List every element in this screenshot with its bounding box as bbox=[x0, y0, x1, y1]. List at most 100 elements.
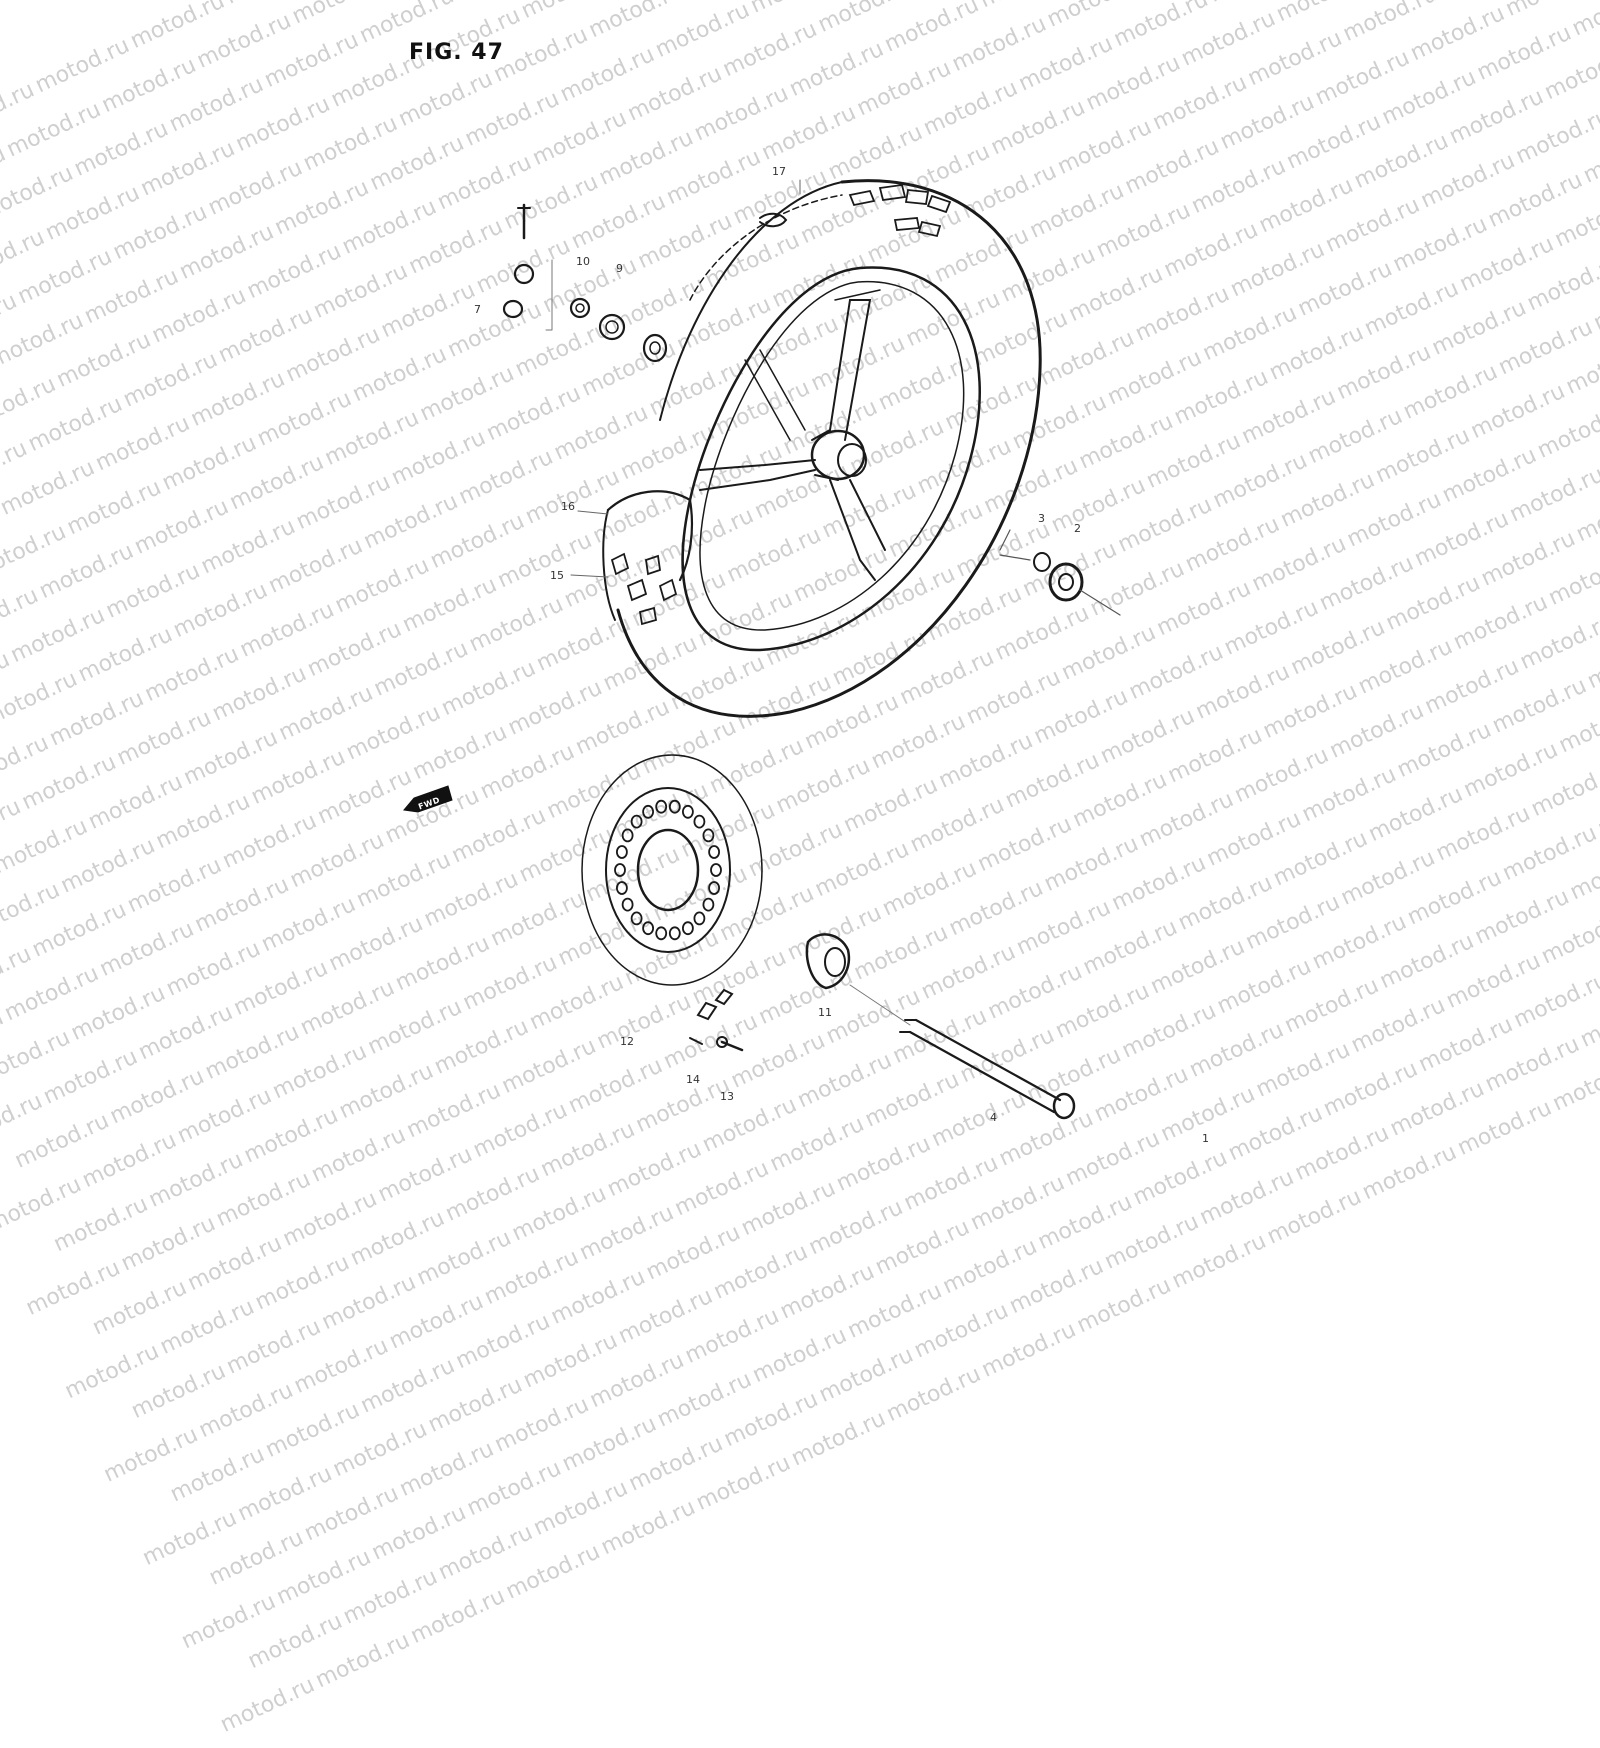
disc-hole bbox=[616, 881, 628, 895]
disc-hole bbox=[655, 926, 668, 941]
watermark-text: motod.ru bbox=[88, 1275, 191, 1341]
watermark-text: motod.ru bbox=[205, 1525, 308, 1591]
watermark-text: motod.ru bbox=[748, 1322, 851, 1389]
callout-3: 3 bbox=[1038, 512, 1045, 525]
callout-7: 7 bbox=[474, 303, 481, 316]
watermark-text: motod.ru bbox=[1005, 1253, 1108, 1320]
watermark-text: motod.ru bbox=[49, 1191, 152, 1258]
watermark-text: motod.ru bbox=[413, 1225, 516, 1291]
watermark-text: motod.ru bbox=[216, 1672, 319, 1738]
brake-disc-holes bbox=[614, 799, 722, 941]
watermark-text: motod.ru bbox=[183, 1230, 286, 1297]
watermark-text: motod.ru bbox=[882, 1361, 985, 1428]
watermark-text: motod.ru bbox=[529, 1475, 632, 1541]
watermark-text: motod.ru bbox=[329, 1416, 432, 1483]
watermark-text: motod.ru bbox=[166, 1441, 269, 1508]
watermark-text: motod.ru bbox=[300, 1480, 403, 1547]
watermark-text: motod.ru bbox=[910, 1298, 1013, 1364]
front-fender bbox=[602, 490, 694, 621]
watermark-text: motod.ru bbox=[586, 1347, 689, 1414]
watermark-text: motod.ru bbox=[642, 1220, 745, 1286]
disc-hole bbox=[702, 828, 715, 843]
callout-10: 10 bbox=[576, 255, 590, 268]
watermark-text: motod.ru bbox=[311, 1628, 414, 1694]
rim bbox=[681, 266, 981, 652]
disc-hole bbox=[693, 911, 706, 926]
hub-collar bbox=[805, 933, 851, 990]
watermark-text: motod.ru bbox=[61, 1338, 164, 1405]
watermark-text: motod.ru bbox=[177, 1588, 280, 1655]
watermark-text: motod.ru bbox=[871, 1214, 974, 1281]
callout-11: 11 bbox=[818, 1006, 832, 1019]
watermark-text: motod.ru bbox=[575, 1200, 678, 1266]
callout-1: 1 bbox=[1202, 1132, 1209, 1145]
watermark-text: motod.ru bbox=[138, 1505, 241, 1571]
watermark-text: motod.ru bbox=[195, 1377, 298, 1444]
callout-2: 2 bbox=[1074, 522, 1081, 535]
watermark-text: motod.ru bbox=[346, 1205, 449, 1272]
callout-17: 17 bbox=[772, 165, 786, 178]
watermark-text: motod.ru bbox=[597, 1494, 700, 1561]
watermark-text: motod.ru bbox=[1168, 1228, 1271, 1294]
callout-15: 15 bbox=[550, 569, 564, 582]
watermark-text: motod.ru bbox=[385, 1289, 488, 1355]
watermark-text: motod.ru bbox=[776, 1259, 879, 1325]
callout-16: 16 bbox=[561, 500, 575, 513]
watermark-text: motod.ru bbox=[480, 1244, 583, 1311]
callout-9: 9 bbox=[616, 262, 623, 275]
watermark-text: motod.ru bbox=[290, 1333, 393, 1399]
disc-hole bbox=[621, 828, 634, 843]
watermark-text: motod.ru bbox=[244, 1608, 347, 1675]
callout-4: 4 bbox=[990, 1111, 997, 1124]
disc-hole bbox=[708, 845, 720, 859]
watermark-text: motod.ru bbox=[1073, 1273, 1176, 1339]
disc-hole bbox=[630, 911, 643, 926]
valve-and-bolt-parts bbox=[502, 203, 788, 363]
callout-12: 12 bbox=[620, 1035, 634, 1048]
watermark-text: motod.ru bbox=[490, 1392, 593, 1458]
watermark-text: motod.ru bbox=[317, 1269, 420, 1336]
disc-hole bbox=[614, 863, 626, 877]
callout-14: 14 bbox=[686, 1073, 700, 1086]
watermark-text: motod.ru bbox=[787, 1406, 890, 1472]
watermark-text: motod.ru bbox=[502, 1539, 605, 1605]
leader-lines bbox=[570, 179, 801, 578]
watermark-text: motod.ru bbox=[272, 1544, 375, 1610]
wheel-hub bbox=[810, 429, 867, 481]
watermark-text: motod.ru bbox=[261, 1397, 364, 1463]
tire bbox=[610, 179, 1042, 718]
disc-hole bbox=[616, 845, 628, 859]
watermark-text: motod.ru bbox=[519, 1328, 622, 1394]
watermark-text: motod.ru bbox=[156, 1294, 259, 1360]
watermark-text: motod.ru bbox=[451, 1308, 555, 1375]
watermark-text: motod.ru bbox=[251, 1250, 354, 1316]
front-axle bbox=[849, 984, 1076, 1120]
disc-hole bbox=[668, 926, 681, 941]
disc-hole bbox=[708, 881, 720, 895]
disc-hole bbox=[682, 804, 694, 819]
disc-hole bbox=[630, 814, 643, 829]
watermark-text: motod.ru bbox=[624, 1431, 727, 1497]
fwd-arrow-icon bbox=[403, 785, 453, 813]
disc-hole bbox=[642, 921, 654, 936]
watermark-text: motod.ru bbox=[117, 1211, 220, 1277]
watermark-text: motod.ru bbox=[720, 1386, 823, 1453]
disc-hole bbox=[710, 863, 722, 877]
watermark-text: motod.ru bbox=[395, 1436, 498, 1502]
watermark-text: motod.ru bbox=[938, 1233, 1042, 1300]
watermark-text: motod.ru bbox=[463, 1455, 566, 1522]
disc-hole bbox=[642, 804, 654, 819]
watermark-text: motod.ru bbox=[356, 1353, 459, 1419]
wheel-spokes bbox=[699, 289, 886, 581]
watermark-text: motod.ru bbox=[434, 1519, 537, 1586]
watermark-text: motod.ru bbox=[709, 1239, 812, 1305]
disc-hole bbox=[693, 814, 706, 829]
watermark-text: motod.ru bbox=[558, 1411, 661, 1477]
watermark-text: motod.ru bbox=[653, 1367, 756, 1433]
watermark-text: motod.ru bbox=[222, 1314, 325, 1380]
disc-hole bbox=[682, 921, 694, 936]
watermark-text: motod.ru bbox=[233, 1461, 337, 1527]
watermark-text: motod.ru bbox=[804, 1194, 907, 1261]
watermark-text: motod.ru bbox=[692, 1450, 795, 1516]
